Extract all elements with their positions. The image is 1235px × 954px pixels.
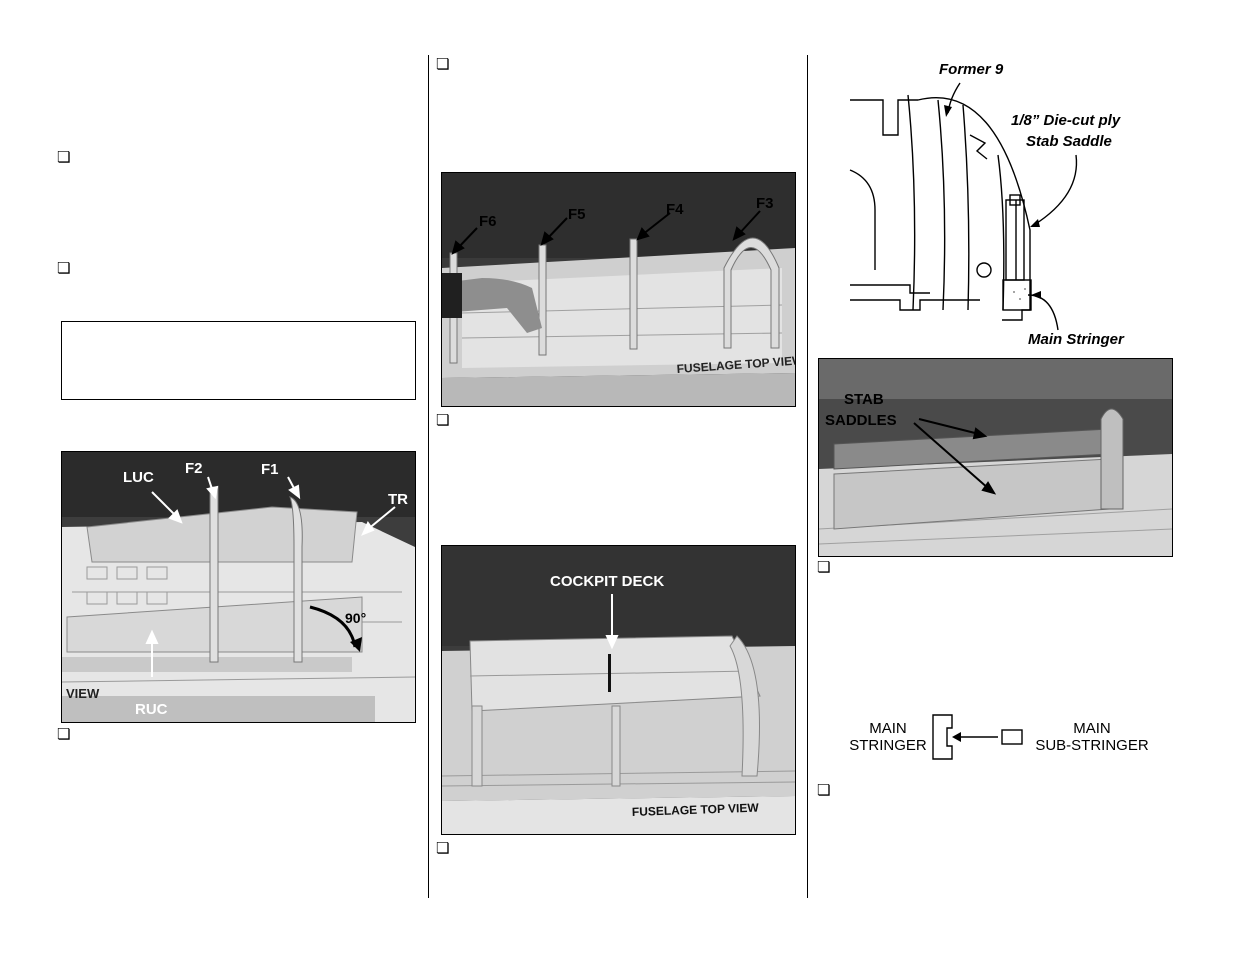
photo-formers-f3-f6: FUSELAGE TOP VIEW F6 F5 F4 F3 [441, 172, 796, 407]
checkbox-step-6[interactable]: ❏ [436, 839, 450, 857]
label-luc: LUC [123, 469, 154, 486]
plan-view-text: VIEW [66, 686, 100, 701]
former-9-diagram: Former 9 1/8” Die-cut ply Stab Saddle Ma… [848, 55, 1148, 355]
checkbox-step-4[interactable]: ❏ [436, 55, 450, 73]
stringer-shapes [932, 714, 1023, 760]
photo-stab-saddles: STAB SADDLES [818, 358, 1173, 557]
main-sub-stringer-text-line1: MAIN [1073, 720, 1111, 737]
main-sub-stringer-text-line2: SUB-STRINGER [1035, 737, 1149, 754]
label-f3: F3 [756, 195, 774, 212]
former-9-label: Former 9 [939, 61, 1004, 78]
checkbox-step-7[interactable]: ❏ [817, 558, 831, 576]
note-box [61, 321, 416, 400]
label-f4: F4 [666, 201, 684, 218]
photo-cockpit-deck: FUSELAGE TOP VIEW COCKPIT DECK [441, 545, 796, 835]
label-angle: 90° [345, 610, 367, 626]
photo-former-assembly-image: VIEW [62, 452, 415, 722]
main-stringer-text-line1: MAIN [869, 720, 907, 737]
stab-saddle-label-line2: Stab Saddle [1026, 133, 1112, 150]
checkbox-step-2[interactable]: ❏ [57, 259, 71, 277]
label-saddles: SADDLES [825, 412, 897, 429]
former-9-diagram-drawing [849, 82, 1078, 331]
label-ruc: RUC [135, 701, 168, 718]
checkbox-step-8[interactable]: ❏ [817, 781, 831, 799]
main-stringer-text-line2: STRINGER [849, 737, 927, 754]
photo-stab-saddles-image [819, 359, 1172, 556]
label-cockpit-deck: COCKPIT DECK [550, 573, 665, 590]
label-f6: F6 [479, 213, 497, 230]
main-stringer-label: Main Stringer [1028, 331, 1124, 348]
label-f5: F5 [568, 206, 586, 223]
label-f1: F1 [261, 461, 279, 478]
column-divider-left [428, 55, 429, 898]
stringer-diagram: MAIN STRINGER MAIN SUB-STRINGER [830, 712, 1170, 762]
stab-saddle-label-line1: 1/8” Die-cut ply [1011, 112, 1121, 129]
checkbox-step-3[interactable]: ❏ [57, 725, 71, 743]
label-tr: TR [388, 491, 408, 508]
photo-formers-f3-f6-image: FUSELAGE TOP VIEW [442, 173, 795, 406]
label-f2: F2 [185, 460, 203, 477]
photo-former-assembly: VIEW LUC F2 F1 TR 90° RUC [61, 451, 416, 723]
column-divider-right [807, 55, 808, 898]
checkbox-step-5[interactable]: ❏ [436, 411, 450, 429]
plan-top-view-text-2: FUSELAGE TOP VIEW [632, 801, 760, 819]
label-stab: STAB [844, 391, 884, 408]
photo-cockpit-deck-image: FUSELAGE TOP VIEW [442, 546, 795, 834]
checkbox-step-1[interactable]: ❏ [57, 148, 71, 166]
